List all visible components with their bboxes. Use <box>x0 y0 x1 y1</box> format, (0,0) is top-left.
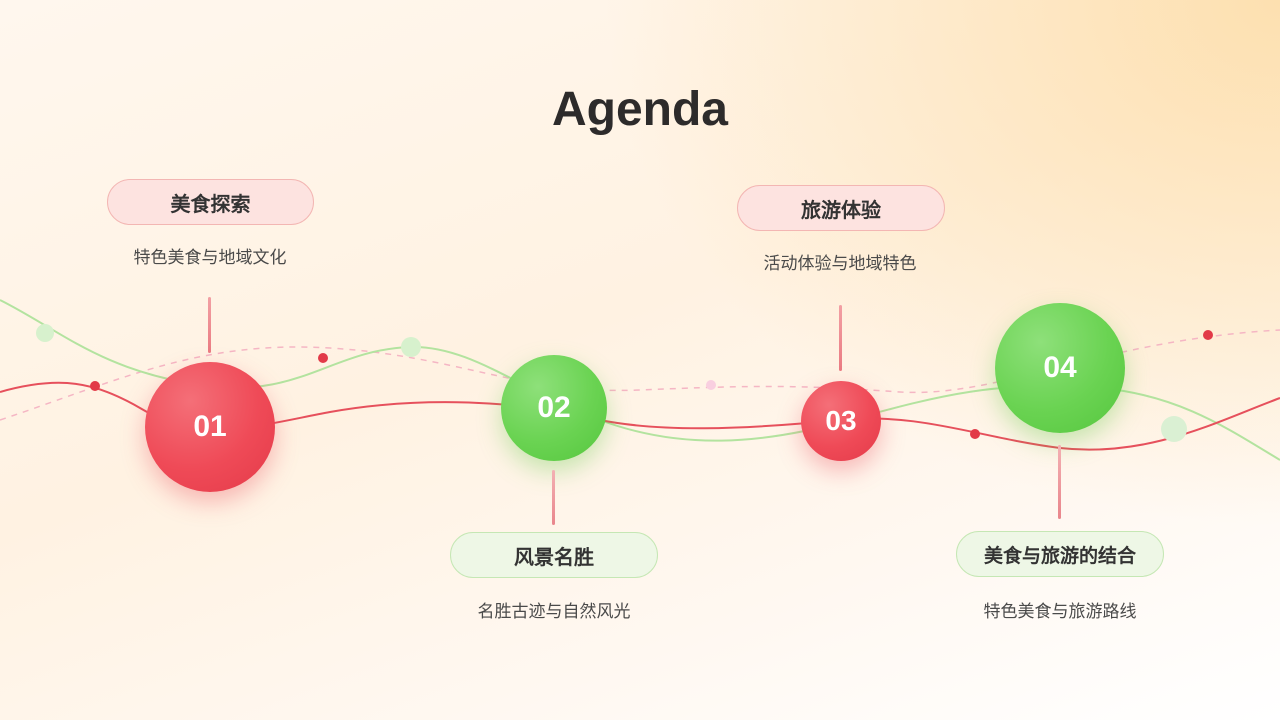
item-04-description: 特色美食与旅游路线 <box>983 602 1137 622</box>
item-01-heading-pill: 美食探索 <box>107 179 314 225</box>
item-03-circle: 03 <box>801 381 881 461</box>
decor-dot <box>318 353 328 363</box>
item-01-connector <box>208 297 211 353</box>
item-04-heading-pill: 美食与旅游的结合 <box>956 531 1164 577</box>
item-02-number: 02 <box>537 391 571 424</box>
item-02-circle: 02 <box>501 355 607 461</box>
decor-dot <box>970 429 980 439</box>
decor-dot <box>1203 330 1213 340</box>
item-02-heading: 风景名胜 <box>514 544 594 569</box>
item-04-heading: 美食与旅游的结合 <box>983 544 1136 567</box>
item-01-heading: 美食探索 <box>170 191 251 216</box>
item-01-number: 01 <box>193 410 227 443</box>
decor-dot <box>36 324 54 342</box>
item-02-description: 名胜古迹与自然风光 <box>477 602 631 622</box>
decor-dot <box>90 381 100 391</box>
item-03-number: 03 <box>825 405 857 436</box>
item-04-connector <box>1058 445 1061 519</box>
page-title: Agenda <box>551 83 728 136</box>
item-02-connector <box>552 470 555 525</box>
item-01-description: 特色美食与地域文化 <box>133 248 287 268</box>
item-02-heading-pill: 风景名胜 <box>450 532 658 578</box>
item-04-number: 04 <box>1043 351 1077 384</box>
decor-dot <box>706 380 716 390</box>
item-03-description: 活动体验与地域特色 <box>763 254 917 274</box>
item-04-circle: 04 <box>995 303 1125 433</box>
item-03-heading: 旅游体验 <box>801 197 881 222</box>
item-03-heading-pill: 旅游体验 <box>737 185 945 231</box>
item-01-circle: 01 <box>145 362 275 492</box>
decor-dot <box>1161 416 1187 442</box>
item-03-connector <box>839 305 842 371</box>
decor-dot <box>401 337 421 357</box>
